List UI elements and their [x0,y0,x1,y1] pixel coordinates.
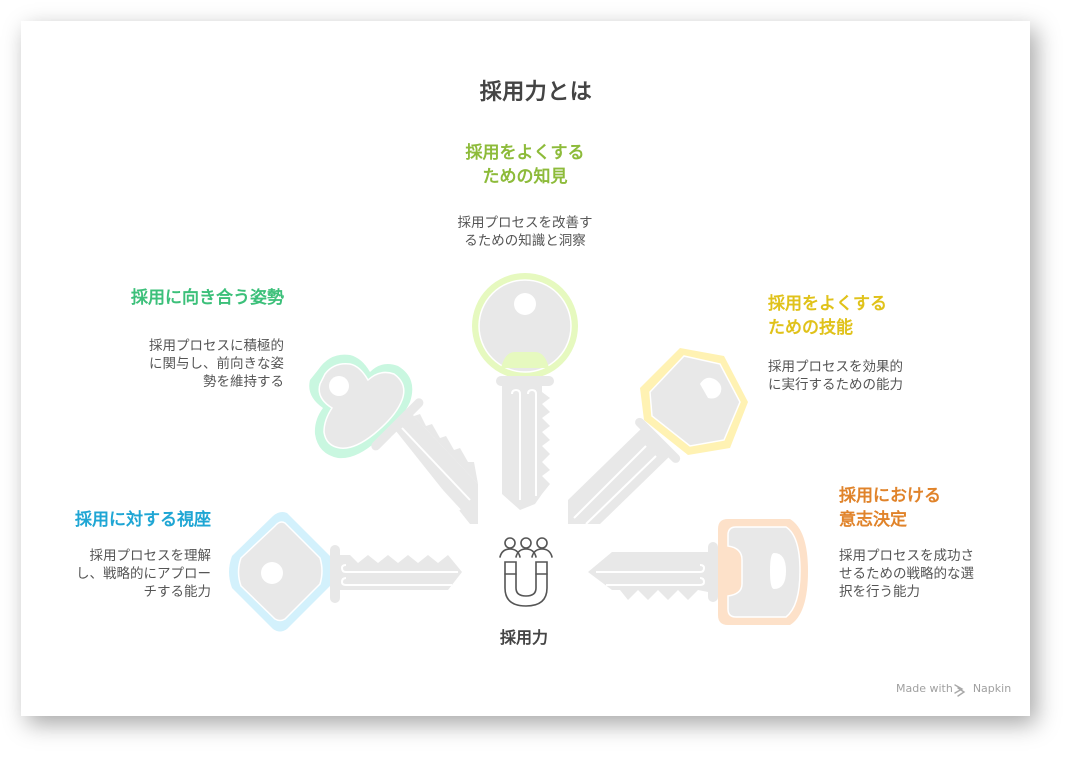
key-knowledge-icon [472,273,578,510]
people-magnet-icon [499,537,553,607]
item-knowledge-title: 採用をよくする ための知見 [465,143,585,187]
item-decision-description: 採用プロセスを成功さ せるための戦略的な選 択を行う能力 [839,548,974,600]
key-decision-icon [588,519,808,625]
hub-label: 採用力 [499,628,548,647]
key-skill-icon [568,348,748,525]
made-with-napkin-credit[interactable]: Made with Napkin [896,682,1011,695]
key-perspective-icon [229,512,462,632]
item-skill-title: 採用をよくする ための技能 [768,294,887,338]
item-attitude-description: 採用プロセスに積極的 に関与し、前向きな姿 勢を維持する [149,338,284,390]
item-skill-description: 採用プロセスを効果的 に実行するための能力 [768,359,903,393]
key-attitude-icon [309,354,478,524]
item-perspective-description: 採用プロセスを理解 し、戦略的にアプロー チする能力 [76,548,211,600]
item-decision-title: 採用における 意志決定 [839,486,941,530]
napkin-brand-text: Napkin [972,682,1012,695]
napkin-logo-icon [954,684,966,697]
item-perspective-title: 採用に対する視座 [75,510,211,530]
item-attitude-title: 採用に向き合う姿勢 [131,288,284,308]
item-knowledge-description: 採用プロセスを改善す るための知識と洞察 [457,215,593,249]
made-with-text: Made with [896,682,953,695]
diagram-title: 採用力とは [479,80,593,105]
